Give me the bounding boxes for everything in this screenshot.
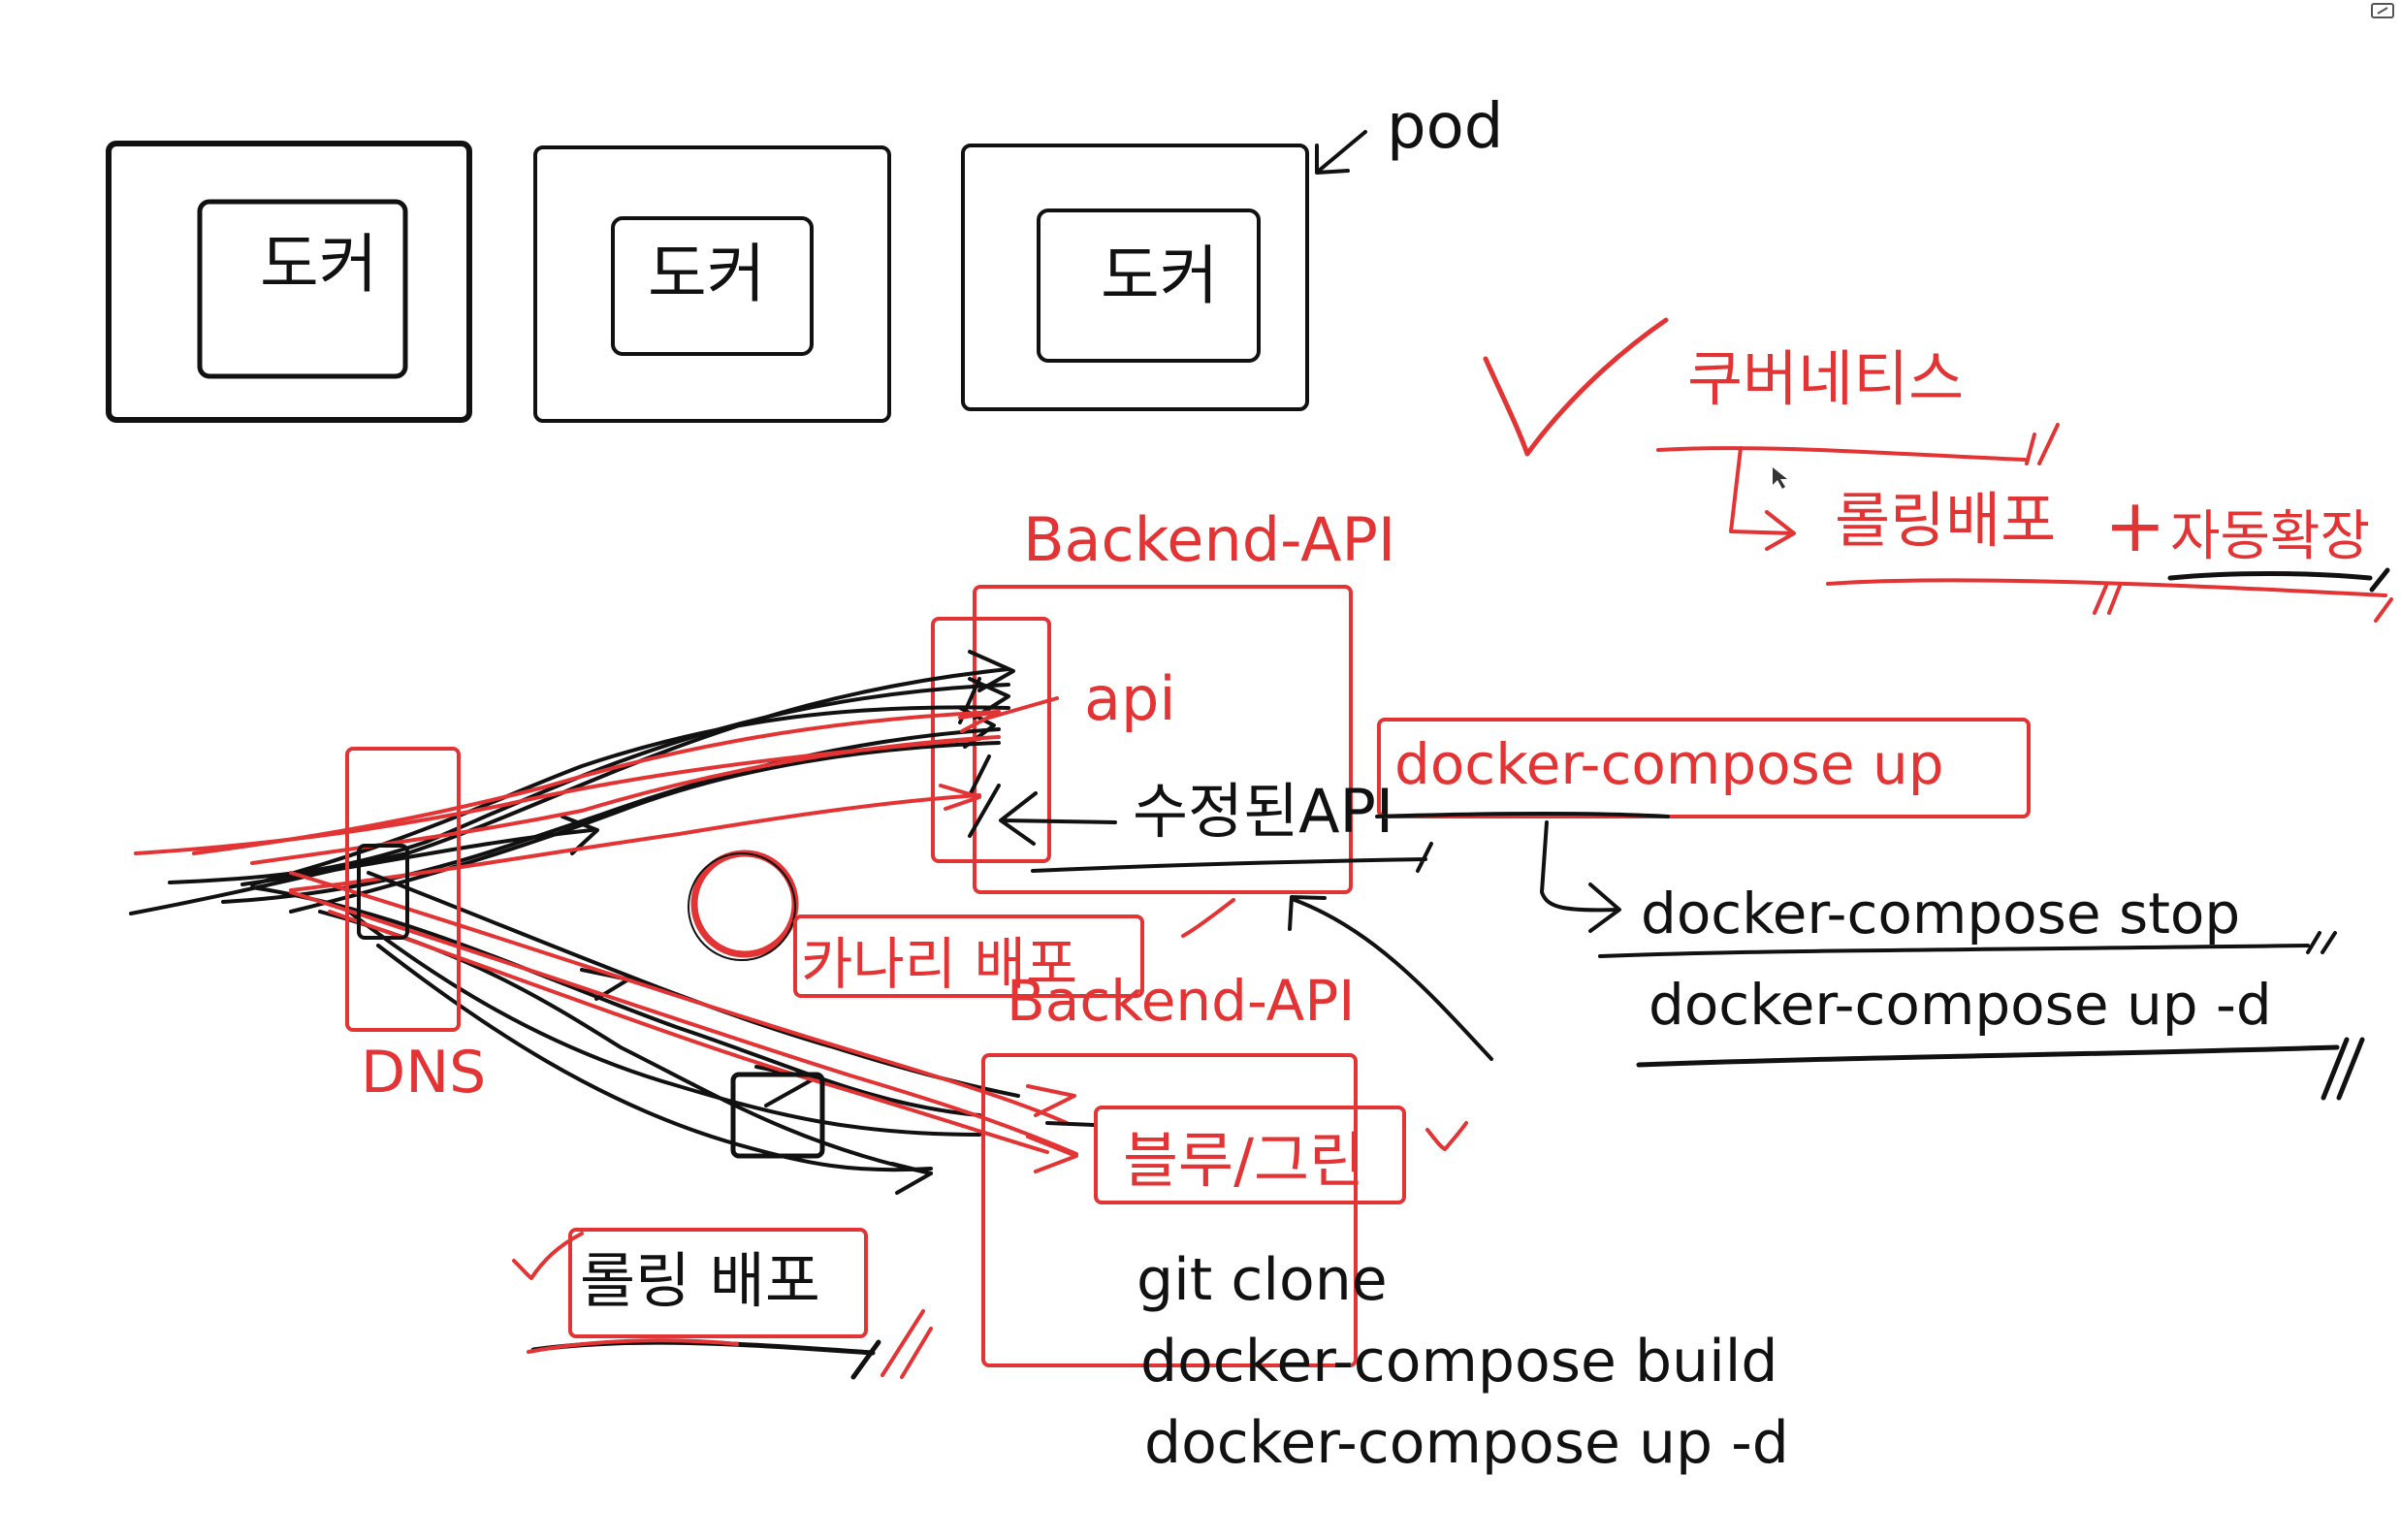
pod-pointer-arrow — [1315, 130, 1367, 175]
kubernetes-underline — [1656, 423, 2060, 465]
cmd-compose-build: docker-compose build — [1140, 1328, 1778, 1396]
blue-green-box — [1094, 1106, 1406, 1204]
compose-stop-underline — [1598, 931, 2337, 958]
compose-up-d-label: docker-compose up -d — [1649, 972, 2272, 1038]
container-box-3 — [1037, 209, 1261, 363]
api-slot-box — [931, 617, 1051, 863]
cmd-compose-up-d: docker-compose up -d — [1144, 1409, 1789, 1477]
compose-branch-arrow — [1540, 820, 1621, 933]
blue-green-check — [1425, 1121, 1468, 1151]
pod-box-1 — [106, 141, 472, 423]
autoscale-underline-red — [2374, 597, 2393, 623]
canary-box — [793, 914, 1144, 998]
canary-label: 카나리 배포 — [801, 931, 1077, 997]
rolling-deploy-underline — [530, 1339, 881, 1380]
backend-bottom-title: Backend-API — [1007, 968, 1355, 1034]
api-slash-marks — [958, 677, 1001, 838]
pod-box-3 — [961, 144, 1309, 411]
dns-label: DNS — [361, 1039, 486, 1107]
autoscale-label: 자동확장 — [2170, 505, 2370, 568]
rolling-deploy-box — [568, 1228, 868, 1338]
dns-box — [345, 747, 461, 1032]
dns-node — [357, 844, 409, 940]
pod-box-2 — [533, 145, 891, 423]
checkmark-kubernetes — [1483, 317, 1669, 457]
container-label-3: 도커 — [1101, 239, 1218, 313]
autoscale-underline — [2167, 567, 2390, 593]
kubernetes-branch-arrow — [1729, 446, 1796, 551]
rolling-deploy-underline-red — [527, 1309, 933, 1379]
pod-label: pod — [1387, 91, 1503, 163]
modified-api-arrow — [999, 791, 1117, 846]
container-label-1: 도커 — [260, 227, 377, 302]
rolling-deploy-label: 롤링 배포 — [580, 1245, 820, 1316]
compose-up-box — [1377, 718, 2031, 818]
cursor-icon — [1773, 467, 1787, 489]
compose-stop-label: docker-compose stop — [1641, 881, 2240, 946]
blue-green-label: 블루/그린 — [1123, 1125, 1364, 1196]
traffic-node — [730, 1072, 825, 1159]
container-box-1 — [197, 199, 408, 379]
container-box-2 — [611, 216, 814, 356]
plus-sign: + — [2104, 482, 2166, 568]
compose-link-line — [1375, 812, 1670, 818]
backend-bottom-box — [981, 1053, 1358, 1367]
feedback-arrow — [1288, 895, 1493, 1061]
container-label-2: 도커 — [648, 237, 765, 311]
pod-group — [106, 130, 1367, 423]
api-tick — [987, 696, 1059, 720]
api-label: api — [1084, 663, 1176, 734]
modified-api-underline — [1031, 842, 1433, 873]
compose-up-label: docker-compose up — [1394, 731, 1944, 797]
kubernetes-title: 쿠버네티스 — [1687, 343, 1964, 414]
rolling-label: 롤링배포 — [1835, 485, 2056, 556]
cmd-git-clone: git clone — [1136, 1246, 1388, 1314]
modified-api-label: 수정된API — [1133, 776, 1393, 847]
canary-check — [1181, 898, 1235, 938]
backend-top-title: Backend-API — [1023, 504, 1395, 575]
compose-up-d-underline — [1636, 1037, 2365, 1101]
rolling-check — [512, 1232, 584, 1280]
rolling-underline — [1826, 578, 2387, 615]
expand-icon[interactable] — [2371, 3, 2394, 18]
